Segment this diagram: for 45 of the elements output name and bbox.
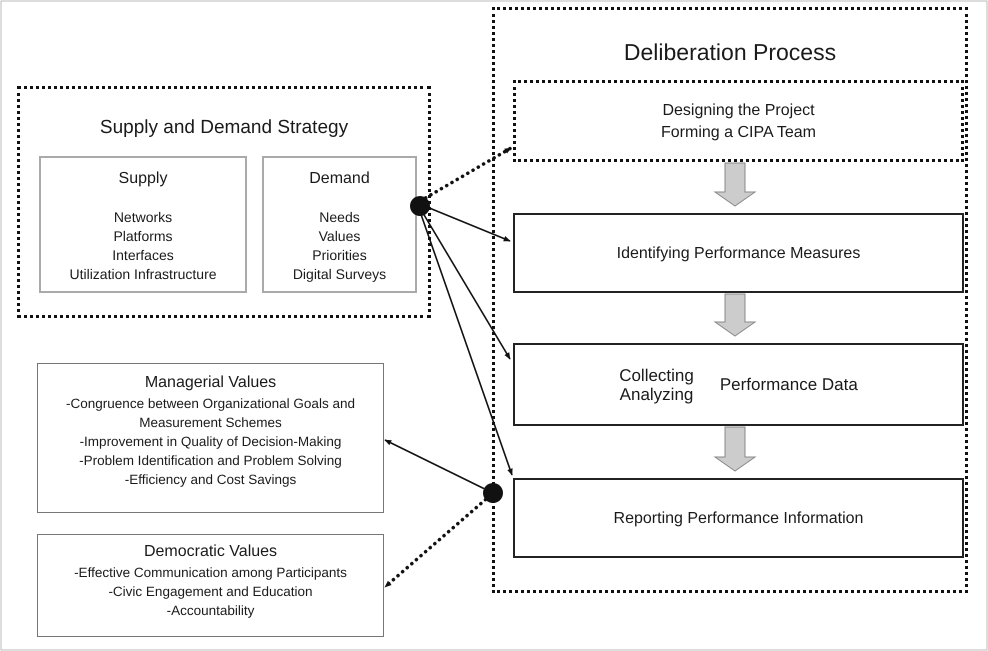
- list-item: Networks: [112, 208, 174, 227]
- list-item: -Civic Engagement and Education: [107, 583, 314, 601]
- values-box: [37, 534, 384, 637]
- list-item: -Problem Identification and Problem Solving: [78, 452, 343, 470]
- arrow: [384, 439, 484, 490]
- step-box: [513, 80, 964, 162]
- step-box: [513, 478, 964, 558]
- step-label: Forming a CIPA Team: [660, 122, 818, 142]
- box-heading: Democratic Values: [144, 542, 278, 562]
- group-panel: [17, 86, 431, 318]
- arrow: [383, 498, 488, 589]
- list-item: Needs: [318, 208, 361, 227]
- box-heading: Managerial Values: [144, 373, 276, 393]
- block-arrow: [713, 426, 757, 472]
- step-label: Reporting Performance Information: [614, 508, 864, 528]
- block-arrow: [713, 162, 757, 207]
- panel-title: Supply and Demand Strategy: [100, 116, 348, 140]
- panel-title: Deliberation Process: [624, 38, 836, 67]
- list-item: -Accountability: [166, 602, 256, 620]
- list-item: Interfaces: [111, 246, 175, 265]
- list-item: Platforms: [112, 227, 174, 246]
- category-box: [262, 156, 417, 293]
- step-box: [513, 343, 964, 426]
- list-item: -Improvement in Quality of Decision-Making: [78, 433, 342, 451]
- list-item: Digital Surveys: [292, 265, 388, 284]
- step-label: Analyzing: [620, 384, 694, 404]
- list-item: Values: [318, 227, 362, 246]
- box-heading: Demand: [309, 169, 370, 189]
- junction-dot: [483, 483, 503, 503]
- values-box: [37, 363, 384, 513]
- step-label: Identifying Performance Measures: [616, 244, 860, 264]
- step-label: Performance Data: [720, 375, 858, 394]
- junction-dot: [410, 196, 430, 216]
- list-item: Priorities: [311, 246, 368, 265]
- list-item: -Effective Communication among Participants: [73, 564, 348, 582]
- list-item: -Congruence between Organizational Goals and Measurement Schemes: [65, 395, 356, 432]
- list-item: -Efficiency and Cost Savings: [124, 471, 298, 489]
- step-label: Designing the Project: [662, 100, 815, 120]
- step-box: [513, 213, 964, 293]
- box-heading: Supply: [118, 169, 168, 189]
- category-box: [39, 156, 247, 293]
- step-label: Collecting: [619, 366, 694, 384]
- arrow: [424, 146, 513, 200]
- list-item: Utilization Infrastructure: [68, 265, 218, 284]
- block-arrow: [713, 294, 757, 337]
